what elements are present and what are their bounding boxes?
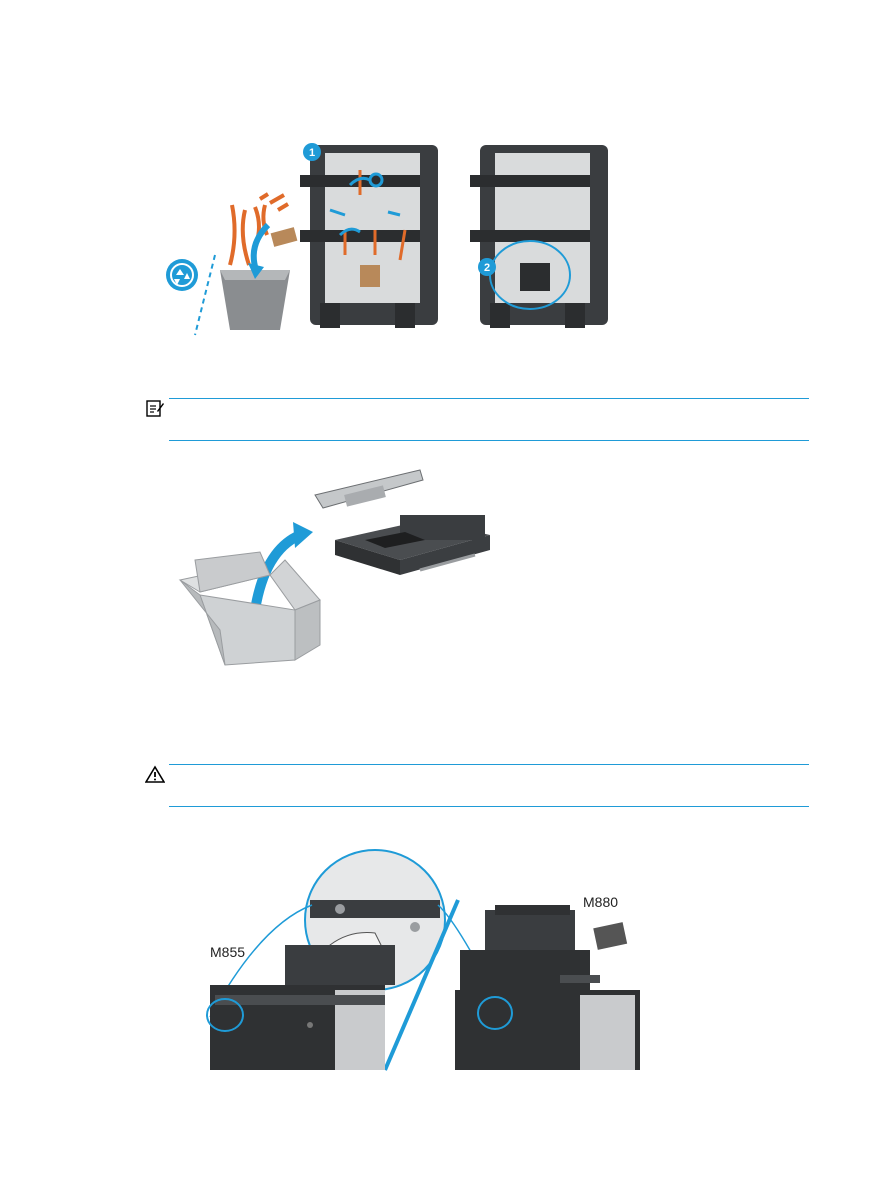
figure-divider [383,899,460,1071]
finisher-unit-step-1 [300,145,438,328]
label-m855: M855 [210,944,245,960]
warning-icon [144,765,166,785]
note-rule-bottom [169,440,809,441]
figure-printer-models: M855 M880 [206,849,640,1071]
drop-arrow [250,222,271,271]
printer-m880 [455,905,640,1070]
shipping-box [178,551,321,666]
accessory-unit-part [335,515,490,575]
trash-bin [220,270,290,330]
warning-rule-bottom [169,806,809,807]
step-badge-2: 2 [478,258,496,276]
label-m880: M880 [583,894,618,910]
warning-rule-top [169,764,809,765]
paper-guide-part [314,469,424,509]
recycle-icon [166,259,198,291]
divider-dashed [194,254,216,336]
svg-text:1: 1 [309,147,315,159]
svg-text:2: 2 [484,262,490,274]
printer-m855 [206,945,395,1070]
foam-block [270,227,298,247]
packing-tape-strips [228,192,290,266]
note-rule-top [169,398,809,399]
lift-arrow [250,530,303,611]
figure-remove-packing-tape: 1 2 [166,143,608,336]
note-icon [145,399,165,419]
step-badge-1: 1 [303,143,321,161]
finisher-unit-step-2 [470,145,608,328]
figure-unpack-box [178,469,490,666]
